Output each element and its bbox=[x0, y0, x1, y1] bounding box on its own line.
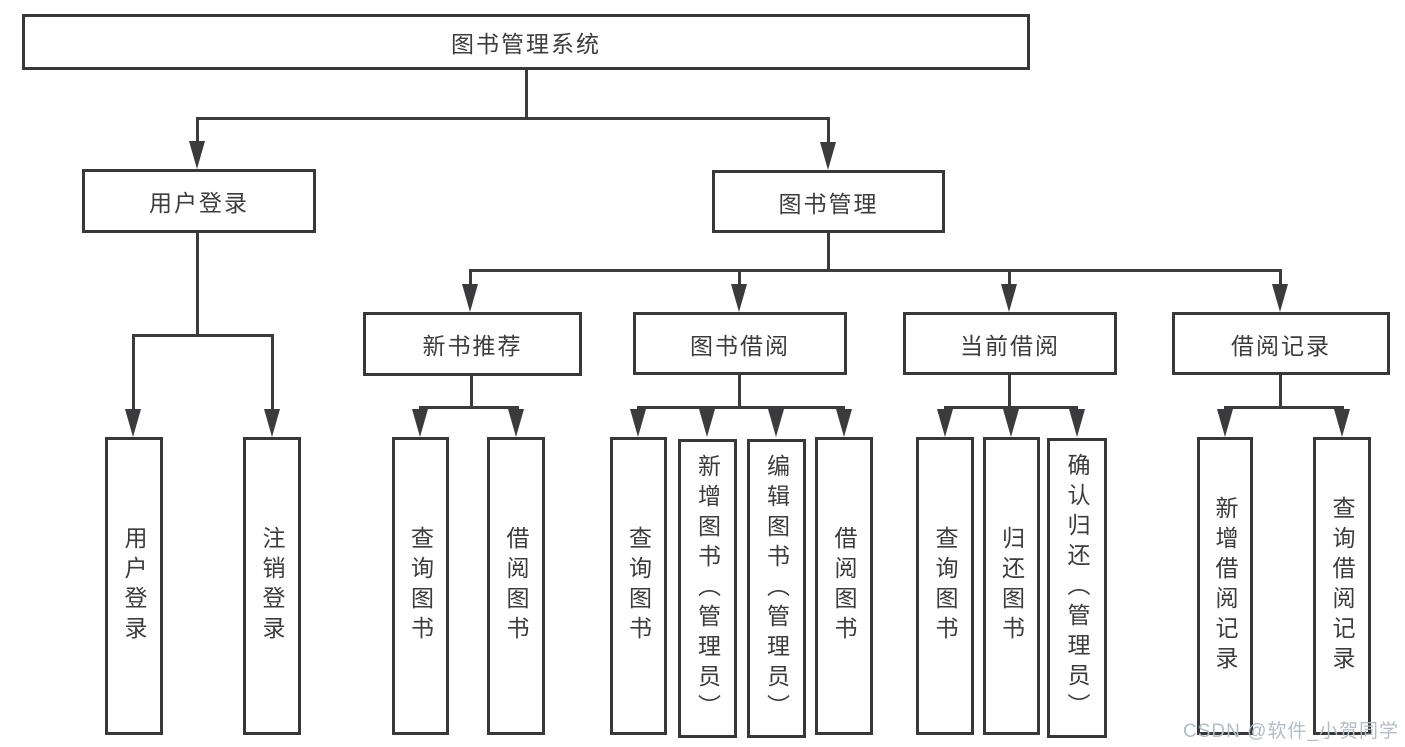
leaf-label: 借阅图书 bbox=[831, 526, 857, 646]
connector-level3-rail bbox=[469, 269, 1282, 272]
node-book-borrow: 图书借阅 bbox=[633, 312, 847, 375]
connector-module3-stem bbox=[1008, 269, 1011, 285]
arrow-down-icon bbox=[462, 284, 478, 312]
node-label: 当前借阅 bbox=[960, 332, 1060, 359]
arrow-down-icon bbox=[508, 409, 524, 437]
node-borrow-records: 借阅记录 bbox=[1172, 312, 1390, 375]
leaf-return-books: 归还图书 bbox=[983, 437, 1040, 735]
node-label: 图书管理系统 bbox=[451, 31, 601, 57]
connector-module1-stem bbox=[469, 269, 472, 285]
connector-m3-down bbox=[1008, 375, 1011, 409]
leaf-add-books-admin: 新增图书（管理员） bbox=[678, 439, 737, 738]
arrow-down-icon bbox=[189, 141, 205, 169]
arrow-down-icon bbox=[1069, 409, 1085, 437]
connector-login-down bbox=[196, 233, 199, 337]
arrow-down-icon bbox=[1272, 284, 1288, 312]
arrow-down-icon bbox=[937, 409, 953, 437]
connector-mgmt-down bbox=[827, 233, 830, 272]
leaf-label: 归还图书 bbox=[998, 526, 1025, 646]
leaf-edit-books-admin: 编辑图书（管理员） bbox=[747, 439, 806, 738]
leaf-label: 查询借阅记录 bbox=[1329, 496, 1355, 676]
arrow-down-icon bbox=[1003, 409, 1019, 437]
leaf-label: 查询图书 bbox=[932, 526, 958, 646]
arrow-down-icon bbox=[820, 142, 836, 170]
node-current-borrow: 当前借阅 bbox=[903, 312, 1117, 375]
arrow-down-icon bbox=[768, 409, 784, 437]
connector-root-stem bbox=[525, 70, 528, 120]
connector-level2-rail bbox=[196, 117, 830, 120]
leaf-query-books-recommend: 查询图书 bbox=[392, 437, 449, 735]
leaf-user-login: 用户登录 bbox=[105, 437, 163, 735]
connector-m4-rail bbox=[1224, 406, 1344, 409]
node-label: 借阅记录 bbox=[1231, 332, 1331, 359]
leaf-label: 查询图书 bbox=[407, 526, 434, 646]
arrow-down-icon bbox=[1217, 409, 1233, 437]
connector-m1-rail bbox=[419, 406, 519, 409]
node-label: 图书借阅 bbox=[690, 332, 790, 359]
leaf-label: 借阅图书 bbox=[503, 526, 529, 646]
arrow-down-icon bbox=[836, 409, 852, 437]
csdn-watermark: CSDN @软件_小贺同学 bbox=[1183, 721, 1399, 742]
arrow-down-icon bbox=[412, 409, 428, 437]
connector-m2-rail bbox=[637, 406, 845, 409]
leaf-label: 用户登录 bbox=[121, 526, 147, 646]
leaf-logout: 注销登录 bbox=[243, 437, 301, 735]
connector-login-child1-stem bbox=[132, 334, 135, 410]
connector-m3-rail bbox=[944, 406, 1078, 409]
connector-m2-down bbox=[738, 375, 741, 409]
arrow-down-icon bbox=[699, 409, 715, 437]
leaf-label: 确认归还（管理员） bbox=[1064, 453, 1090, 723]
node-book-mgmt: 图书管理 bbox=[712, 170, 945, 233]
arrow-down-icon bbox=[264, 409, 280, 437]
leaf-label: 新增图书（管理员） bbox=[694, 453, 721, 724]
leaf-label: 注销登录 bbox=[259, 526, 285, 646]
arrow-down-icon bbox=[731, 284, 747, 312]
connector-m1-down bbox=[470, 375, 473, 409]
node-label: 图书管理 bbox=[778, 190, 879, 217]
node-label: 用户登录 bbox=[149, 190, 249, 216]
node-label: 新书推荐 bbox=[422, 333, 523, 359]
leaf-query-books-current: 查询图书 bbox=[916, 437, 974, 735]
leaf-borrow-books-recommend: 借阅图书 bbox=[487, 437, 545, 735]
connector-login-rail bbox=[132, 334, 274, 337]
connector-login-stem bbox=[196, 117, 199, 143]
leaf-label: 编辑图书（管理员） bbox=[763, 453, 790, 724]
leaf-confirm-return-admin: 确认归还（管理员） bbox=[1047, 438, 1107, 738]
arrow-down-icon bbox=[1334, 409, 1350, 437]
connector-module2-stem bbox=[738, 269, 741, 285]
leaf-add-borrow-record: 新增借阅记录 bbox=[1197, 437, 1253, 735]
connector-mgmt-stem bbox=[827, 117, 830, 143]
node-library-system: 图书管理系统 bbox=[22, 14, 1030, 70]
arrow-down-icon bbox=[1001, 284, 1017, 312]
connector-login-child2-stem bbox=[271, 334, 274, 410]
leaf-query-borrow-record: 查询借阅记录 bbox=[1313, 437, 1371, 735]
connector-module4-stem bbox=[1279, 269, 1282, 285]
node-new-book-recommend: 新书推荐 bbox=[363, 312, 582, 376]
leaf-label: 新增借阅记录 bbox=[1212, 496, 1238, 676]
connector-m4-down bbox=[1279, 375, 1282, 409]
leaf-label: 查询图书 bbox=[625, 526, 652, 646]
node-user-login: 用户登录 bbox=[82, 169, 316, 233]
leaf-borrow-books: 借阅图书 bbox=[815, 437, 873, 735]
arrow-down-icon bbox=[125, 409, 141, 437]
leaf-query-books-borrow: 查询图书 bbox=[610, 437, 667, 735]
arrow-down-icon bbox=[630, 409, 646, 437]
